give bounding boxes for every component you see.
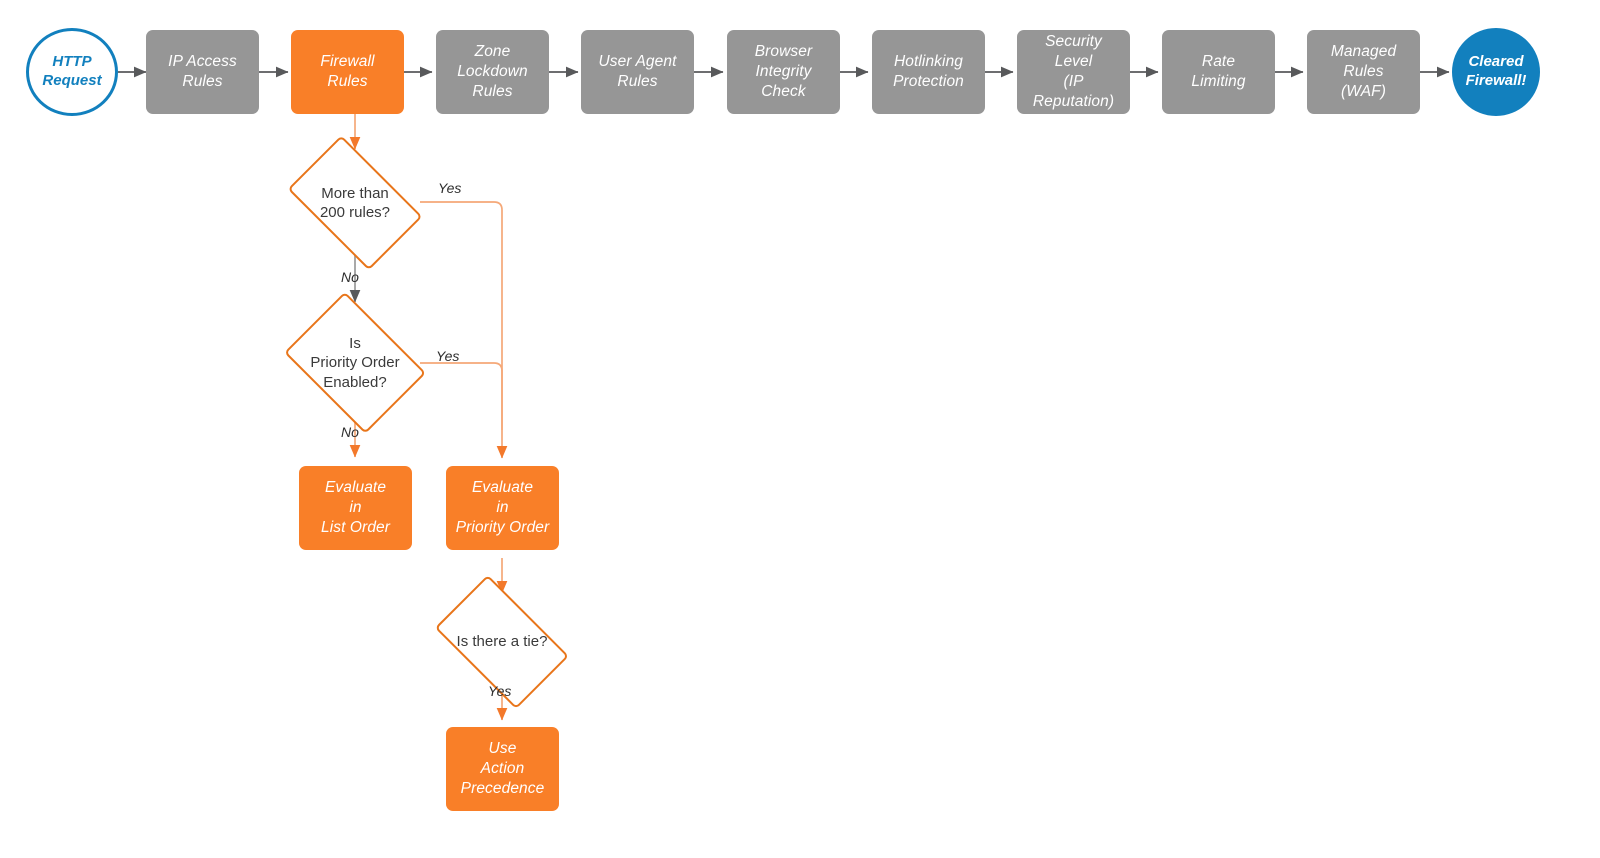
node-label: User Agent Rules (598, 53, 677, 90)
node-label: Evaluate in Priority Order (455, 479, 550, 536)
decision-label: More than 200 rules? (319, 184, 391, 222)
node-ip-access-rules[interactable]: IP Access Rules (146, 30, 259, 114)
node-label: Security Level (IP Reputation) (1032, 33, 1115, 110)
decision-more-than-200-rules[interactable]: More than 200 rules? (275, 135, 435, 271)
node-label: Evaluate in List Order (320, 479, 391, 536)
node-cleared-firewall[interactable]: Cleared Firewall! (1452, 28, 1540, 116)
node-label: Managed Rules (WAF) (1330, 43, 1397, 100)
node-security-level[interactable]: Security Level (IP Reputation) (1017, 30, 1130, 114)
node-label: Rate Limiting (1191, 53, 1246, 90)
edge-label-d1-no: No (341, 269, 359, 285)
decision-priority-order-enabled[interactable]: Is Priority Order Enabled? (275, 291, 435, 435)
node-label: HTTP Request (42, 53, 102, 89)
decision-label: Is Priority Order Enabled? (310, 334, 400, 391)
node-label: Hotlinking Protection (893, 53, 964, 90)
node-label: IP Access Rules (168, 53, 237, 90)
node-browser-integrity-check[interactable]: Browser Integrity Check (727, 30, 840, 114)
node-zone-lockdown-rules[interactable]: Zone Lockdown Rules (436, 30, 549, 114)
edge-label-d3-yes: Yes (488, 683, 512, 699)
decision-is-there-a-tie[interactable]: Is there a tie? (422, 574, 582, 710)
node-label: Firewall Rules (320, 53, 375, 90)
edge-label-d2-no: No (341, 424, 359, 440)
node-user-agent-rules[interactable]: User Agent Rules (581, 30, 694, 114)
node-label: Browser Integrity Check (754, 43, 813, 100)
node-evaluate-in-list-order[interactable]: Evaluate in List Order (299, 466, 412, 550)
node-label: Use Action Precedence (460, 740, 545, 797)
node-hotlinking-protection[interactable]: Hotlinking Protection (872, 30, 985, 114)
node-evaluate-in-priority-order[interactable]: Evaluate in Priority Order (446, 466, 559, 550)
decision-label: Is there a tie? (456, 633, 548, 651)
node-label: Zone Lockdown Rules (457, 43, 528, 100)
node-http-request[interactable]: HTTP Request (26, 28, 118, 116)
node-rate-limiting[interactable]: Rate Limiting (1162, 30, 1275, 114)
edge-label-d1-yes: Yes (438, 180, 462, 196)
node-managed-rules-waf[interactable]: Managed Rules (WAF) (1307, 30, 1420, 114)
node-use-action-precedence[interactable]: Use Action Precedence (446, 727, 559, 811)
node-firewall-rules[interactable]: Firewall Rules (291, 30, 404, 114)
edge-label-d2-yes: Yes (436, 348, 460, 364)
node-label: Cleared Firewall! (1465, 53, 1527, 89)
